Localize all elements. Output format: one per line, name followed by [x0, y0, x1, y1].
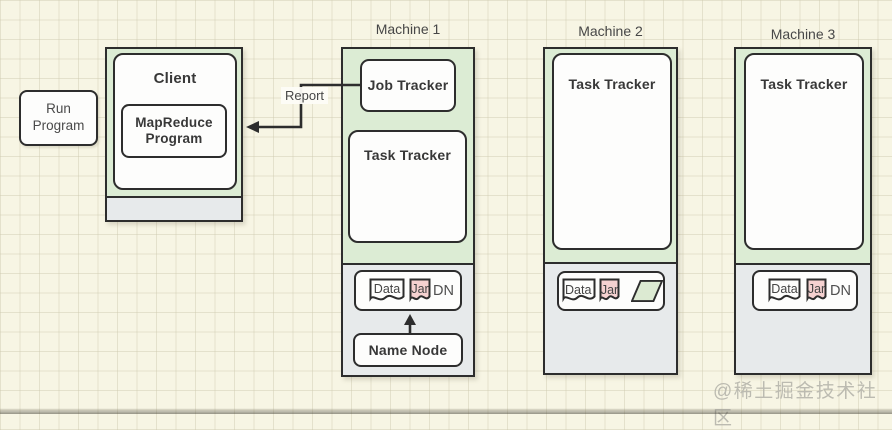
dn-label-m3: DN [830, 282, 851, 299]
document-icon [562, 278, 596, 303]
run-program-box: Run Program [19, 90, 98, 146]
machine-1-container: Job Tracker Task Tracker Data Jar DN Nam… [341, 47, 475, 377]
client-container: Client MapReduce Program [105, 47, 243, 222]
jar-file-label: Jar [807, 282, 826, 296]
machine-3-container: Task Tracker Data Jar DN [734, 47, 872, 375]
task-tracker-box-m2: Task Tracker [552, 53, 672, 250]
document-icon [409, 278, 431, 302]
job-tracker-label: Job Tracker [367, 77, 449, 94]
run-program-label: Run Program [32, 101, 85, 133]
task-tracker-label-m1: Task Tracker [364, 147, 451, 163]
name-node-arrowhead [404, 314, 416, 325]
machine-2-container: Task Tracker Data Jar [543, 47, 678, 375]
mapreduce-program-label: MapReduce Program [135, 115, 213, 146]
data-file-shape: Data [768, 278, 801, 304]
bottom-edge-shadow [0, 408, 892, 414]
report-arrow [246, 83, 360, 133]
task-tracker-box-m1: Task Tracker [348, 130, 467, 243]
document-icon [369, 278, 405, 302]
data-file-label: Data [373, 282, 401, 296]
report-arrowhead [246, 121, 259, 133]
document-icon [768, 278, 801, 302]
report-label: Report [281, 87, 329, 104]
name-node-label: Name Node [368, 341, 448, 358]
client-title: Client [153, 70, 197, 87]
jar-file-shape: Jar [599, 278, 620, 304]
machine-3-label: Machine 3 [770, 26, 836, 42]
watermark: @稀土掘金技术社区 [713, 381, 878, 429]
client-box: Client MapReduce Program [113, 53, 237, 190]
mapreduce-program-box: MapReduce Program [121, 104, 227, 158]
machine-1-label: Machine 1 [375, 21, 441, 37]
data-file-shape: Data [369, 278, 405, 304]
dn-label-m1: DN [433, 282, 454, 299]
storage-group-m1: Data Jar DN [354, 270, 462, 311]
data-file-shape: Data [562, 278, 596, 304]
document-icon [806, 278, 827, 302]
data-file-label: Data [771, 282, 798, 296]
task-tracker-box-m3: Task Tracker [744, 53, 864, 250]
jar-file-label: Jar [600, 282, 619, 297]
job-tracker-box: Job Tracker [360, 59, 456, 112]
task-tracker-label-m3: Task Tracker [760, 76, 848, 92]
name-node-box: Name Node [353, 333, 463, 367]
data-file-label: Data [565, 282, 592, 297]
storage-group-m3: Data Jar DN [752, 270, 858, 311]
client-bottom-strip [107, 196, 241, 220]
parallelogram-shape [630, 280, 663, 302]
jar-file-shape: Jar [806, 278, 827, 304]
task-tracker-label-m2: Task Tracker [568, 76, 656, 92]
name-node-arrow [404, 314, 416, 335]
document-icon [599, 278, 620, 303]
jar-file-shape: Jar [409, 278, 431, 304]
machine-2-label: Machine 2 [578, 23, 643, 39]
storage-group-m2: Data Jar [557, 271, 665, 311]
jar-file-label: Jar [411, 282, 429, 296]
